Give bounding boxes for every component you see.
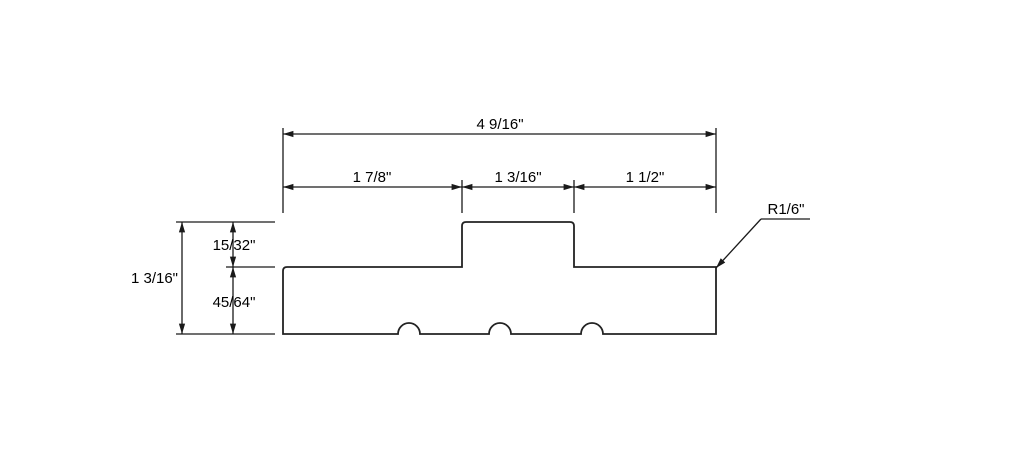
left-segment-label: 1 7/8": [353, 169, 392, 186]
tab-height-label: 15/32": [213, 237, 256, 254]
base-height-label: 45/64": [213, 294, 256, 311]
middle-segment-label: 1 3/16": [494, 169, 541, 186]
extension-lines: [176, 128, 717, 335]
overall-width-label: 4 9/16": [476, 116, 523, 133]
dimension-heights: 1 3/16" 15/32" 45/64": [131, 222, 255, 334]
dimension-overall-width: 4 9/16": [283, 116, 716, 138]
right-segment-label: 1 1/2": [626, 169, 665, 186]
radius-label: R1/6": [767, 201, 804, 218]
radius-callout: R1/6": [715, 201, 810, 269]
dimension-segments: 1 7/8" 1 3/16" 1 1/2": [283, 169, 716, 191]
overall-height-label: 1 3/16": [131, 270, 178, 287]
profile-outline: [282, 221, 717, 335]
